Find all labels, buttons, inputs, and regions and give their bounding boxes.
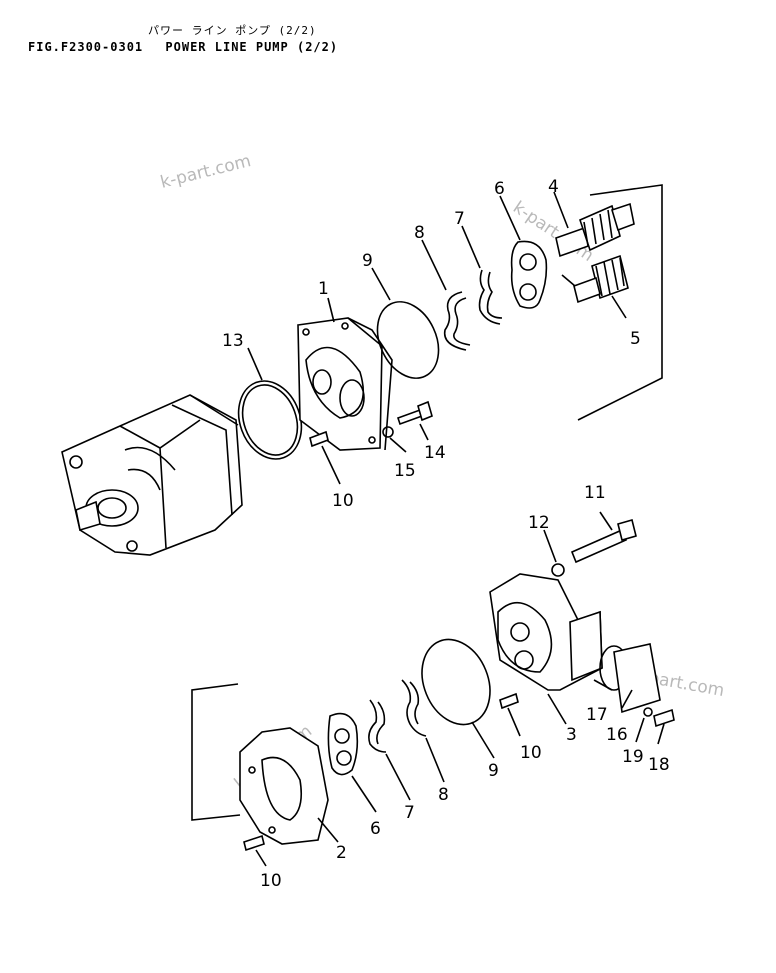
label-part-12: 12 xyxy=(528,513,550,533)
part-9-ring-lower xyxy=(421,638,491,726)
label-part-6-upper: 6 xyxy=(494,179,505,199)
label-part-10-upper: 10 xyxy=(332,491,354,511)
label-part-14: 14 xyxy=(424,443,446,463)
figure-title: POWER LINE PUMP (2/2) xyxy=(165,40,339,54)
part-9-ring-upper xyxy=(376,301,440,379)
label-part-8-upper: 8 xyxy=(414,223,425,243)
part-labels: 1 2 3 4 5 6 6 7 7 8 8 9 9 10 10 10 11 12… xyxy=(222,177,670,891)
label-part-15: 15 xyxy=(394,461,416,481)
part-1-plate xyxy=(297,317,393,451)
label-part-2: 2 xyxy=(336,843,347,863)
label-part-16: 16 xyxy=(606,725,628,745)
part-3-housing xyxy=(489,573,603,691)
pump-assembly xyxy=(61,394,243,556)
part-13-o-ring xyxy=(237,380,303,460)
part-10-pin-upper xyxy=(309,430,329,448)
label-part-7-lower: 7 xyxy=(404,803,415,823)
part-11-bolt xyxy=(570,519,637,564)
label-part-6-lower: 6 xyxy=(370,819,381,839)
label-part-5: 5 xyxy=(630,329,641,349)
part-10-pin-lower xyxy=(243,834,265,852)
label-part-7-upper: 7 xyxy=(454,209,465,229)
label-part-3: 3 xyxy=(566,725,577,745)
part-14-bolt xyxy=(396,400,433,426)
label-part-17: 17 xyxy=(586,705,608,725)
label-part-8-lower: 8 xyxy=(438,785,449,805)
part-15-washer xyxy=(382,426,394,438)
label-part-19: 19 xyxy=(622,747,644,767)
part-2-spacer xyxy=(239,727,329,845)
part-7-clip-upper xyxy=(478,269,501,325)
label-part-9-upper: 9 xyxy=(362,251,373,271)
label-part-18: 18 xyxy=(648,755,670,775)
part-16-cover xyxy=(613,643,661,714)
label-part-13: 13 xyxy=(222,331,244,351)
part-4-gear-shaft xyxy=(555,202,635,258)
bracket-upper xyxy=(577,184,663,421)
label-part-10-lower: 10 xyxy=(260,871,282,891)
part-8-clip-upper xyxy=(443,291,467,351)
watermark-1: k-part.com xyxy=(158,151,253,193)
part-18-bolt xyxy=(653,708,675,728)
label-part-9-lower: 9 xyxy=(488,761,499,781)
label-part-11: 11 xyxy=(584,483,606,503)
diagram-title-english: FIG.F2300-0301 POWER LINE PUMP (2/2) xyxy=(28,40,338,54)
diagram-title-japanese: パワー ライン ポンプ (2/2) xyxy=(148,24,317,37)
label-part-4: 4 xyxy=(548,177,559,197)
part-19-washer xyxy=(643,707,653,717)
label-part-1: 1 xyxy=(318,279,329,299)
part-8-clip-lower xyxy=(401,679,427,737)
figure-code: FIG.F2300-0301 xyxy=(28,40,144,54)
part-10-pin-middle xyxy=(499,692,519,710)
part-7-clip-lower xyxy=(368,699,387,753)
part-6-plate-upper xyxy=(510,240,548,309)
leader-lines xyxy=(247,191,665,867)
part-5-gear-shaft xyxy=(573,254,629,304)
part-6-plate-lower xyxy=(327,712,359,776)
part-12-washer xyxy=(551,563,565,577)
label-part-10-middle: 10 xyxy=(520,743,542,763)
bracket-lower xyxy=(191,683,241,821)
